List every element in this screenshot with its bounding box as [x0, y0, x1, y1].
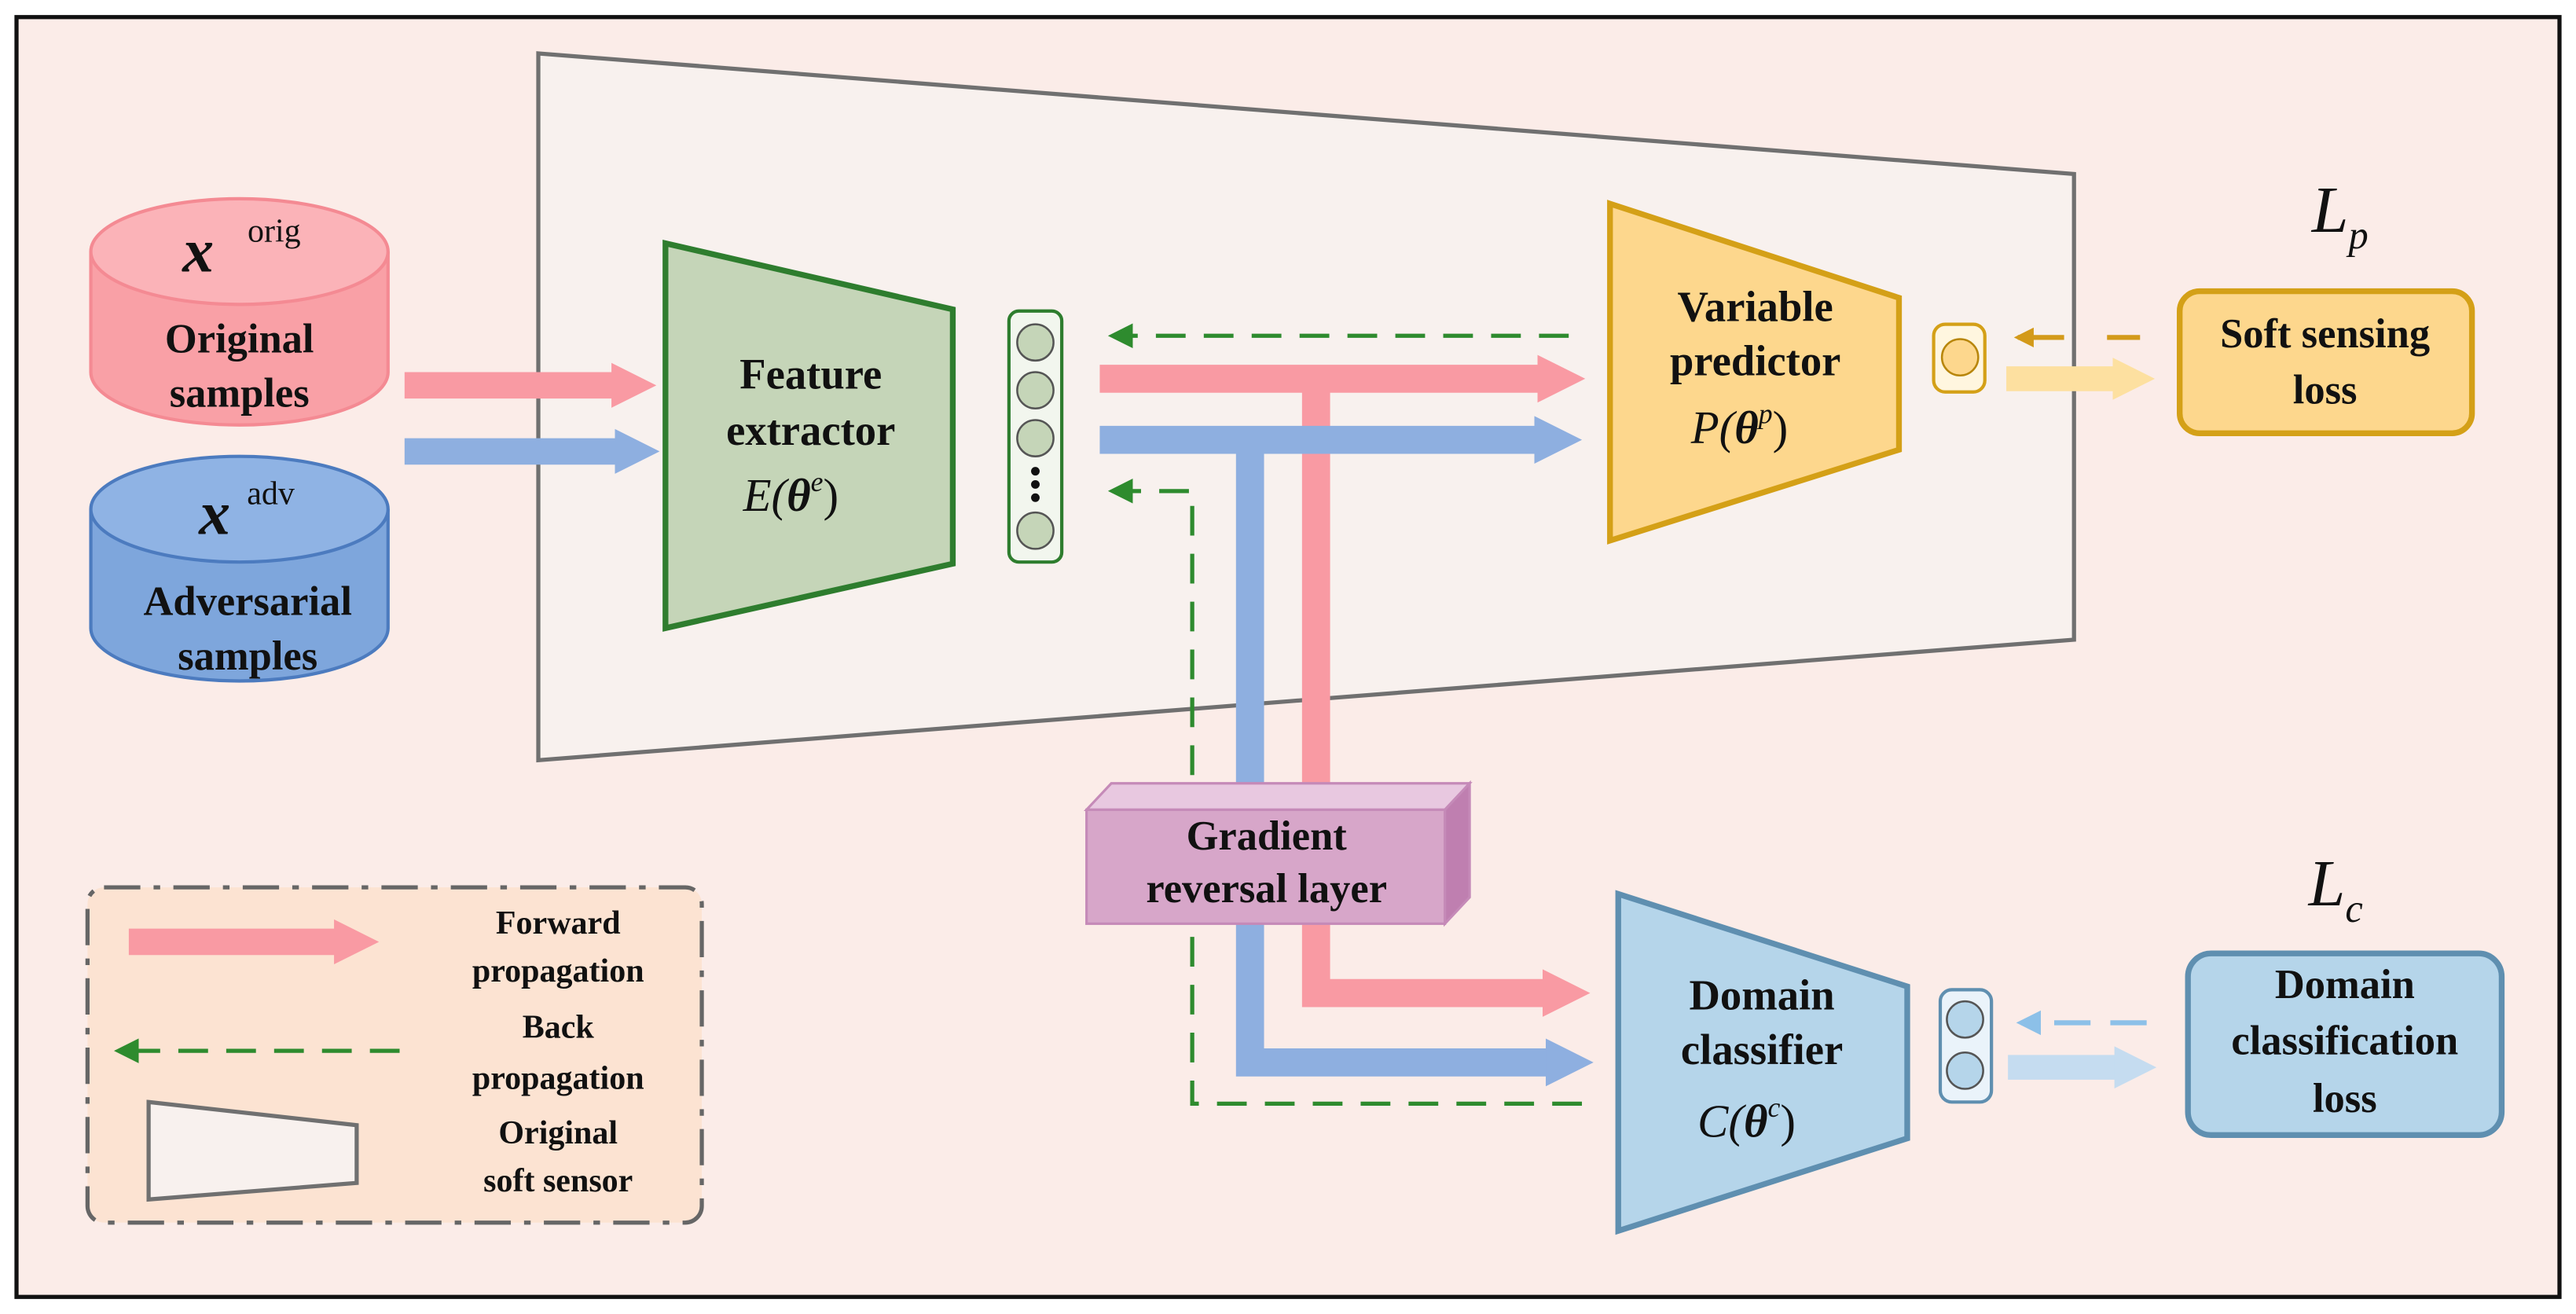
- predictor-output-node: [1932, 322, 1987, 394]
- grl-line1: Gradient: [1187, 813, 1348, 859]
- feature-vector: [1007, 309, 1064, 564]
- soft-loss-line2: loss: [2293, 367, 2358, 413]
- orig-superscript: orig: [248, 214, 301, 250]
- orig-symbol: x: [182, 216, 214, 285]
- domain-classifier-line1: Domain: [1689, 971, 1834, 1019]
- soft-loss-line1: Soft sensing: [2220, 311, 2430, 357]
- domain-classifier-block: Domain classifier C(θc): [1615, 890, 1910, 1235]
- legend-forward-line1: Forward: [496, 905, 621, 941]
- adv-label-line1: Adversarial: [143, 578, 351, 624]
- legend-soft-sensor-swatch: [146, 1099, 359, 1202]
- domain-loss-line1: Domain: [2275, 962, 2415, 1008]
- soft-loss-symbol: Lp: [2311, 174, 2369, 257]
- forward-blue-to-classifier: [1235, 916, 1594, 1087]
- adv-superscript: adv: [247, 476, 295, 512]
- orig-label-line1: Original: [165, 316, 314, 362]
- variable-predictor-function: P(θp): [1690, 398, 1789, 453]
- legend-back-line2: propagation: [472, 1060, 644, 1096]
- legend-sensor-line2: soft sensor: [483, 1163, 633, 1199]
- feature-extractor-line2: extractor: [726, 406, 895, 454]
- domain-classifier-line2: classifier: [1681, 1026, 1843, 1074]
- adversarial-samples-cylinder: x adv Adversarial samples: [89, 454, 390, 683]
- domain-loss-line3: loss: [2313, 1076, 2377, 1121]
- adv-label-line2: samples: [178, 633, 317, 679]
- domain-classifier-function: C(θc): [1697, 1092, 1796, 1147]
- variable-predictor-block: Variable predictor P(θp): [1607, 200, 1903, 545]
- domain-loss-line2: classification: [2231, 1018, 2458, 1063]
- classifier-output-node: [1938, 988, 1994, 1104]
- grl-line2: reversal layer: [1146, 866, 1387, 912]
- gradient-reversal-layer: Gradient reversal layer: [1084, 780, 1473, 927]
- adv-symbol: x: [198, 479, 230, 548]
- feature-extractor-block: Feature extractor E(θe): [662, 240, 956, 632]
- domain-classification-loss-box: Domain classification loss: [2185, 950, 2505, 1138]
- forward-pink-to-classifier: [1301, 916, 1591, 1017]
- feature-extractor-line1: Feature: [739, 351, 882, 398]
- legend-sensor-line1: Original: [498, 1115, 618, 1151]
- legend: Forward propagation Back propagation Ori…: [85, 885, 704, 1225]
- soft-sensing-loss-box: Soft sensing loss: [2177, 288, 2475, 436]
- legend-back-line1: Back: [523, 1009, 595, 1045]
- legend-forward-line2: propagation: [472, 953, 644, 989]
- orig-label-line2: samples: [170, 371, 310, 417]
- domain-loss-symbol: Lc: [2308, 847, 2363, 930]
- variable-predictor-line1: Variable: [1678, 282, 1833, 330]
- original-samples-cylinder: x orig Original samples: [89, 196, 390, 427]
- variable-predictor-line2: predictor: [1670, 337, 1840, 385]
- feature-extractor-function: E(θe): [743, 466, 839, 521]
